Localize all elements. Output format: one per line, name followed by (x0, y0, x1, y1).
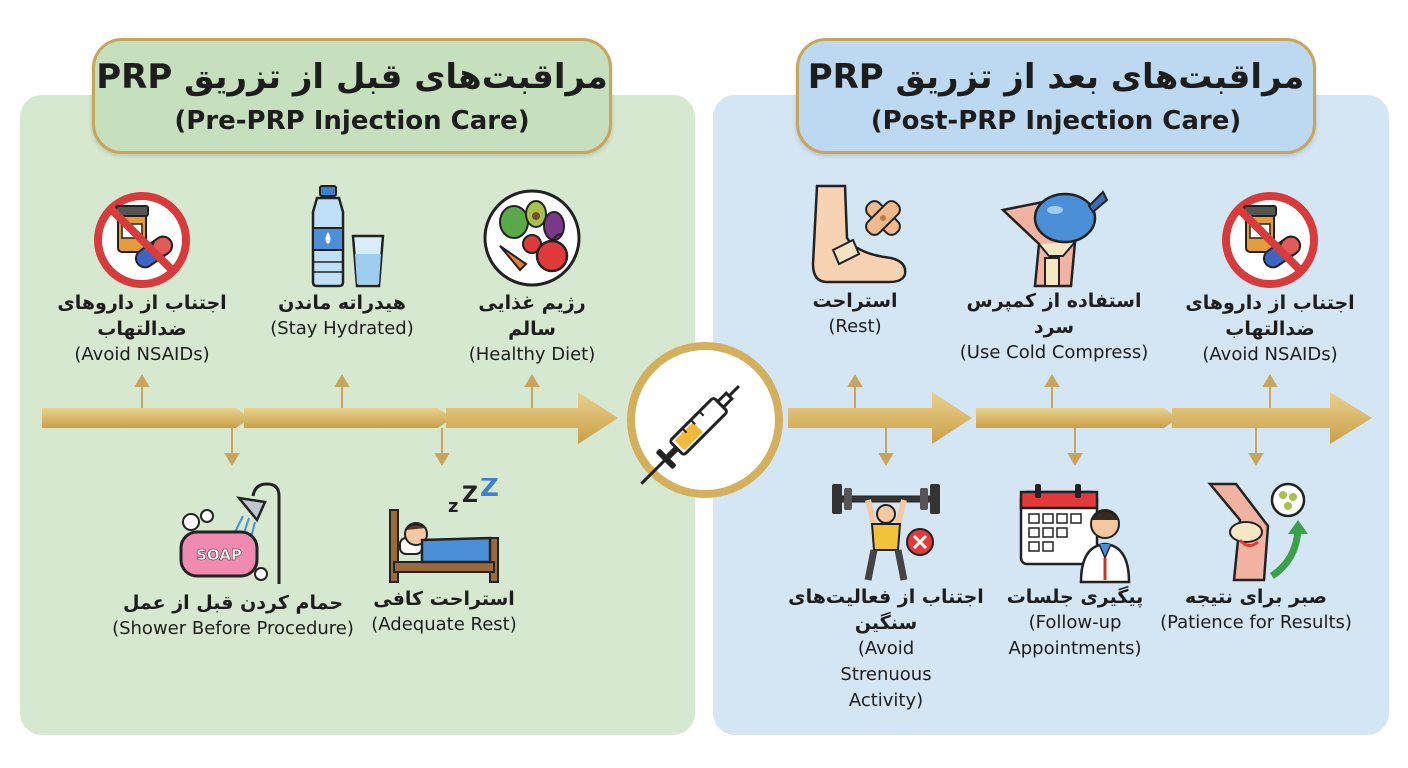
item-label-fa: اجتناب از داروهای ضدالتهاب (1185, 292, 1355, 340)
post-item-follow-up: پیگیری جلسات (Follow-up Appointments) (1000, 480, 1150, 662)
joint-healing-icon (1207, 482, 1308, 582)
item-label-fa: استراحت کافی (373, 588, 515, 610)
item-label-en: (Patience for Results) (1160, 612, 1352, 633)
pre-item-healthy-diet: رژیم غذایی سالم (Healthy Diet) (452, 186, 612, 368)
pre-item-shower: SOAP حمام کردن قبل از عمل (Shower Before… (102, 480, 364, 642)
sleeping-bed-icon: z Z Z (389, 478, 499, 583)
item-label-fa: پیگیری جلسات (1006, 586, 1144, 608)
item-label-en: (Avoid NSAIDs) (74, 344, 210, 365)
item-label-fa: هیدراته ماندن (278, 292, 406, 314)
no-pills-icon (94, 192, 190, 288)
post-item-rest: استراحت (Rest) (780, 184, 930, 340)
item-label-fa: صبر برای نتیجه (1185, 586, 1327, 608)
item-label-en: (Rest) (828, 316, 882, 337)
item-label-en: (Stay Hydrated) (270, 318, 414, 339)
post-item-avoid-nsaids: اجتناب از داروهای ضدالتهاب (Avoid NSAIDs… (1180, 190, 1360, 368)
pre-item-adequate-rest: z Z Z استراحت کافی (Adequate Rest) (362, 478, 526, 638)
pre-item-stay-hydrated: هیدراته ماندن (Stay Hydrated) (262, 184, 422, 342)
item-label-fa: اجتناب از فعالیت‌های سنگین (788, 586, 984, 634)
pre-item-avoid-nsaids: اجتناب از داروهای ضدالتهاب (Avoid NSAIDs… (52, 190, 232, 368)
timeline-arrow-segment (976, 408, 1178, 428)
item-label-en: (Avoid NSAIDs) (1202, 344, 1338, 365)
post-item-avoid-strenuous: اجتناب از فعالیت‌های سنگین (Avoid Strenu… (764, 480, 1008, 714)
svg-text:Z: Z (480, 478, 499, 503)
timeline-arrow-segment (1172, 392, 1372, 444)
ice-pack-knee-icon (1000, 190, 1109, 288)
timeline-arrow-segment (788, 392, 972, 444)
calendar-doctor-icon (1019, 484, 1131, 584)
post-care-title-en: (Post-PRP Injection Care) (870, 106, 1242, 136)
post-care-title-box: مراقبت‌های بعد از تزریق PRP (Post-PRP In… (796, 38, 1316, 154)
timeline-arrow-segment (42, 408, 250, 428)
item-label-en: (Avoid Strenuous Activity) (840, 638, 932, 711)
item-label-fa: رژیم غذایی سالم (478, 292, 586, 340)
timeline-arrow-segment (446, 392, 618, 444)
pre-care-title-fa: مراقبت‌های قبل از تزریق PRP (96, 57, 608, 97)
svg-text:Z: Z (462, 483, 478, 508)
weightlifter-icon (832, 484, 940, 581)
timeline-arrow-segment (244, 408, 452, 428)
pre-care-title-en: (Pre-PRP Injection Care) (174, 106, 530, 136)
item-label-fa: حمام کردن قبل از عمل (122, 592, 344, 614)
post-care-title-fa: مراقبت‌های بعد از تزریق PRP (807, 57, 1305, 97)
shower-soap-icon: SOAP (179, 482, 281, 584)
no-pills-icon (1222, 192, 1318, 288)
item-label-en: (Use Cold Compress) (959, 342, 1149, 363)
item-label-en: (Adequate Rest) (371, 614, 517, 635)
post-item-patience: صبر برای نتیجه (Patience for Results) (1156, 480, 1356, 636)
water-bottle-icon (311, 185, 385, 288)
syringe-icon (627, 342, 783, 498)
item-label-fa: استراحت (812, 290, 898, 312)
svg-text:z: z (448, 496, 458, 517)
item-label-en: (Follow-up Appointments) (1008, 612, 1142, 659)
healthy-food-icon (483, 189, 581, 287)
svg-text:SOAP: SOAP (196, 546, 242, 564)
item-label-en: (Shower Before Procedure) (112, 618, 354, 639)
item-label-en: (Healthy Diet) (468, 344, 596, 365)
item-label-fa: اجتناب از داروهای ضدالتهاب (57, 292, 227, 340)
post-item-cold-compress: استفاده از کمپرس سرد (Use Cold Compress) (952, 182, 1156, 366)
pre-care-title-box: مراقبت‌های قبل از تزریق PRP (Pre-PRP Inj… (92, 38, 612, 154)
item-label-fa: استفاده از کمپرس سرد (966, 290, 1142, 338)
foot-bandage-icon (811, 184, 907, 284)
